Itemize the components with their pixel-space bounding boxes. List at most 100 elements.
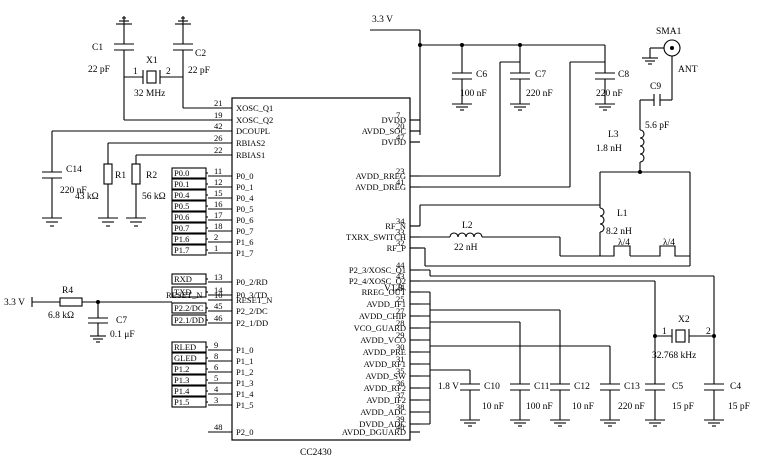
l1-value: 8.2 nH bbox=[606, 227, 632, 237]
inductor-l3 bbox=[639, 129, 645, 163]
pin-name: P2_1/DD bbox=[236, 318, 268, 328]
x2-pin1: 1 bbox=[662, 327, 667, 337]
net-label-text: P0.4 bbox=[174, 190, 190, 200]
pin-name: P1_5 bbox=[236, 400, 253, 410]
pin-number: 46 bbox=[214, 313, 223, 323]
pin-number: 6 bbox=[214, 362, 218, 372]
pin-name: AVDD_RF2 bbox=[364, 383, 406, 393]
net-label: RLED bbox=[171, 341, 208, 353]
pin-name: AVDD_SOC bbox=[362, 126, 407, 136]
pin-name: AVDD_IF2 bbox=[366, 395, 406, 405]
net-label-text: P2.1/DD bbox=[174, 315, 204, 325]
c13-ref: C13 bbox=[624, 382, 640, 392]
l1-ref: L1 bbox=[617, 209, 628, 219]
pin-name: P1_0 bbox=[236, 345, 253, 355]
supply-3v3-left: 3.3 V bbox=[4, 298, 25, 308]
net-label: P2.2/DC bbox=[171, 302, 208, 314]
net-label-text: P1.2 bbox=[174, 364, 189, 374]
c14-ref: C14 bbox=[66, 165, 82, 175]
r4-ref: R4 bbox=[62, 286, 73, 296]
pin-number: 29 bbox=[396, 330, 405, 340]
x2-value: 32.768 kHz bbox=[652, 351, 696, 361]
c7-reset-ref: C7 bbox=[116, 316, 127, 326]
pin-name: RBIAS2 bbox=[236, 138, 265, 148]
pin-name: P0_7 bbox=[236, 226, 253, 236]
r2-value: 56 kΩ bbox=[142, 192, 166, 202]
resistor-r1 bbox=[103, 163, 113, 185]
c14-value: 220 nF bbox=[60, 186, 87, 196]
pin-number: 43 bbox=[396, 271, 405, 281]
net-label: P1.7 bbox=[171, 244, 208, 256]
pin-name: DVDD bbox=[381, 115, 406, 125]
pin-name: DVDD bbox=[381, 137, 406, 147]
decoupling-1v8-section: V1.8 1.8 V C10 10 nF C11 100 n bbox=[384, 284, 645, 427]
pin-number: 45 bbox=[214, 301, 223, 311]
bias-network: C14 220 nF R1 43 kΩ R2 56 kΩ bbox=[42, 130, 232, 227]
pin-name: DCOUPL bbox=[236, 126, 270, 136]
net-label-text: RLED bbox=[174, 342, 196, 352]
pin-number: 9 bbox=[214, 340, 218, 350]
pin-name: AVDD_DGUARD bbox=[342, 427, 406, 437]
x2-pin2: 2 bbox=[706, 327, 711, 337]
pin-name: P0_3/TD bbox=[236, 290, 267, 300]
crystal-x2 bbox=[675, 329, 686, 343]
sma-ref: SMA1 bbox=[656, 27, 682, 37]
l3-ref: L3 bbox=[608, 130, 619, 140]
c11-value: 100 nF bbox=[526, 402, 553, 412]
chip-name-label: CC2430 bbox=[300, 448, 332, 458]
pin-name: RF_N bbox=[385, 221, 406, 231]
c9-ref: C9 bbox=[650, 82, 661, 92]
pin-name: AVDD_PRE bbox=[363, 347, 406, 357]
x1-pin1: 1 bbox=[133, 67, 138, 77]
l2-ref: L2 bbox=[462, 221, 473, 231]
c1-ref: C1 bbox=[92, 43, 103, 53]
net-label-text: GLED bbox=[174, 353, 197, 363]
pin-number: 36 bbox=[396, 378, 405, 388]
c1-value: 22 pF bbox=[88, 65, 110, 75]
net-label-text: P1.3 bbox=[174, 375, 189, 385]
v18-pin-label: V1.8 bbox=[384, 284, 403, 294]
supply-3v3-top: 3.3 V bbox=[372, 15, 393, 25]
pin-number: 41 bbox=[396, 177, 405, 187]
pin-number: 28 bbox=[396, 318, 405, 328]
net-label-text: RXD bbox=[174, 274, 192, 284]
pin-number: 2 bbox=[214, 232, 218, 242]
pin-name: P0_2/RD bbox=[236, 277, 268, 287]
pin-number: 47 bbox=[396, 132, 405, 142]
c10-value: 10 nF bbox=[482, 402, 504, 412]
c12-value: 10 nF bbox=[572, 402, 594, 412]
pin-name: P2_3/XOSC_Q1 bbox=[349, 265, 406, 275]
net-label-text: TXD bbox=[174, 287, 191, 297]
pin-number: 10 bbox=[214, 290, 223, 300]
net-label: TXD bbox=[171, 286, 208, 298]
pin-name: XOSC_Q1 bbox=[236, 103, 273, 113]
pin-name: RF_P bbox=[387, 243, 407, 253]
pin-number: 1 bbox=[214, 243, 218, 253]
cc2430-chip-body bbox=[231, 97, 411, 441]
c6-value: 100 nF bbox=[460, 89, 487, 99]
pin-number: 27 bbox=[396, 306, 405, 316]
ground-symbol-bias bbox=[42, 217, 146, 227]
pin-name: XOSC_Q2 bbox=[236, 115, 273, 125]
r2-ref: R2 bbox=[146, 171, 157, 181]
net-label: P0.4 bbox=[171, 189, 208, 201]
c10-ref: C10 bbox=[484, 382, 500, 392]
pin-name: DVDD_ADC bbox=[359, 419, 406, 429]
crystal-x1-section: C1 22 pF C2 22 pF X1 1 2 32 MHz bbox=[88, 16, 232, 121]
r1-ref: R1 bbox=[115, 171, 126, 181]
pin-name: P0_0 bbox=[236, 171, 253, 181]
pin-number: 7 bbox=[396, 110, 400, 120]
c4-value: 15 pF bbox=[728, 402, 750, 412]
pin-number: 39 bbox=[396, 414, 405, 424]
pin-name: P2_0 bbox=[236, 427, 253, 437]
top-power-section: 3.3 V C6 100 nF C7 220 nF C8 220 nF bbox=[370, 15, 629, 188]
pin-number: 12 bbox=[214, 177, 223, 187]
